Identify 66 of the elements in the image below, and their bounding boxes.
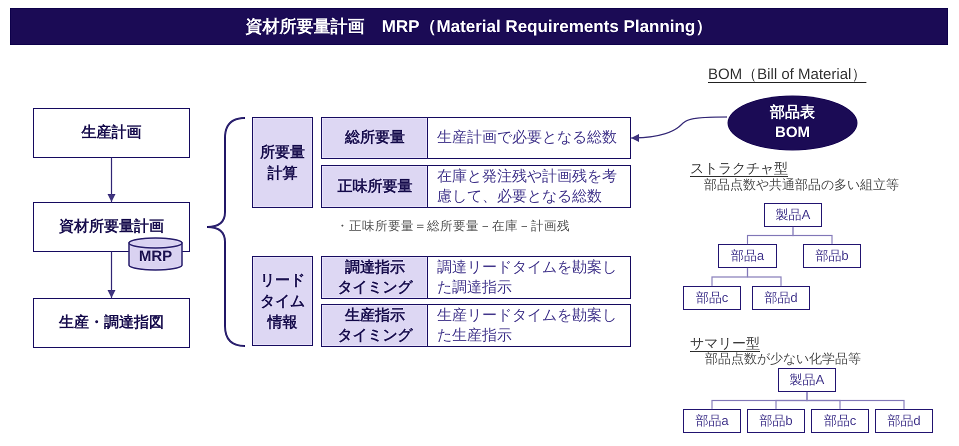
description-text: 生産リードタイムを勘案した生産指示: [437, 306, 618, 346]
description-box: [427, 256, 631, 299]
part-label: 部品c: [696, 290, 728, 306]
item-box: [321, 304, 429, 347]
part-label: 部品d: [887, 413, 921, 429]
item-box: [321, 117, 429, 159]
category-label: 所要量計算: [258, 142, 306, 184]
item-box: [321, 165, 429, 208]
part-label: 部品d: [764, 290, 798, 306]
item-label: タイミング: [338, 278, 412, 298]
arrow: [108, 252, 116, 298]
part-label: 部品c: [824, 413, 856, 429]
part-box: [764, 203, 822, 227]
description-box: [427, 117, 631, 159]
type-heading: ストラクチャ型: [690, 159, 788, 177]
database-cylinder: [128, 237, 183, 271]
part-label: 部品b: [815, 248, 849, 264]
part-box: [747, 409, 805, 433]
description-text: 生産計画で必要となる総数: [437, 128, 618, 148]
node-label: 生産計画: [82, 123, 142, 143]
type-description: 部品点数や共通部品の多い組立等: [704, 176, 899, 194]
part-box: [778, 368, 836, 392]
part-label: 部品a: [695, 413, 729, 429]
process-box: [33, 202, 190, 252]
part-box: [718, 244, 777, 268]
connector-line: [746, 268, 782, 286]
part-label: 部品b: [759, 413, 793, 429]
part-box: [752, 286, 810, 310]
description-text: 在庫と発注残や計画残を考慮して、必要となる総数: [437, 166, 618, 206]
description-box: [427, 304, 631, 347]
node-label: 生産・調達指図: [59, 313, 164, 333]
item-label: タイミング: [338, 326, 412, 346]
node-label: 資材所要量計画: [59, 217, 164, 237]
category-box: [252, 256, 313, 346]
arrow: [108, 158, 116, 202]
cylinder-label: MRP: [138, 248, 172, 266]
category-label: リードタイム情報: [259, 270, 306, 332]
item-label: 総所要量: [345, 128, 405, 148]
part-box: [683, 286, 741, 310]
item-box: [321, 256, 429, 299]
item-label: 正味所要量: [338, 176, 412, 196]
formula-note: ・正味所要量＝総所要量－在庫－計画残: [336, 218, 570, 235]
item-label: 生産指示: [345, 306, 405, 326]
bom-ellipse: [727, 95, 858, 151]
ellipse-label: BOM: [775, 123, 810, 143]
process-box: [33, 108, 190, 158]
section-heading: BOM（Bill of Material）: [708, 66, 866, 84]
item-label: 調達指示: [345, 258, 405, 278]
description-box: [427, 165, 631, 208]
connector-line: [806, 392, 905, 409]
title-bar: 資材所要量計画 MRP（Material Requirements Planning）: [10, 8, 948, 45]
category-box: [252, 117, 313, 208]
part-label: 製品A: [776, 207, 810, 223]
arrow: [630, 116, 727, 142]
type-heading: サマリー型: [690, 334, 760, 352]
ellipse-label: 部品表: [770, 103, 815, 123]
connector-line: [792, 227, 833, 244]
description-text: 調達リードタイムを勘案した調達指示: [437, 258, 618, 298]
type-description: 部品点数が少ない化学品等: [705, 350, 861, 368]
part-box: [875, 409, 933, 433]
part-box: [811, 409, 869, 433]
part-box: [803, 244, 861, 268]
part-label: 製品A: [790, 372, 824, 388]
process-box: [33, 298, 190, 348]
part-box: [683, 409, 741, 433]
part-label: 部品a: [730, 248, 764, 264]
